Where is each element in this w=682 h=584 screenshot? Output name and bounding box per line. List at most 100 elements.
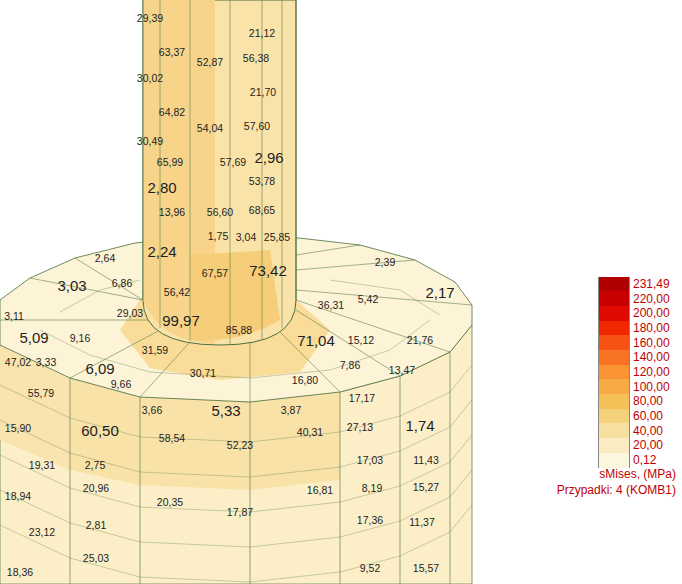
stress-value: 5,09 — [19, 330, 48, 345]
stress-value: 55,79 — [28, 388, 54, 399]
stress-value: 68,65 — [249, 205, 275, 216]
legend-swatch — [598, 306, 630, 321]
stress-value: 15,57 — [413, 563, 439, 574]
stress-value: 11,43 — [413, 455, 439, 466]
stress-value: 3,04 — [236, 232, 256, 243]
stress-value: 60,50 — [81, 423, 119, 438]
stress-value: 31,59 — [142, 345, 168, 356]
stress-value: 52,87 — [197, 57, 223, 68]
stress-value: 17,03 — [357, 455, 383, 466]
stress-value: 18,36 — [7, 567, 33, 578]
stress-value: 29,39 — [137, 13, 163, 24]
stress-value: 11,37 — [409, 517, 435, 528]
legend-value: 100,00 — [633, 381, 670, 393]
stress-value: 47,02 — [5, 357, 31, 368]
stress-value: 58,54 — [159, 433, 185, 444]
stress-value: 17,17 — [349, 393, 375, 404]
stress-value: 21,76 — [407, 335, 433, 346]
stress-value: 19,31 — [29, 460, 55, 471]
stress-value: 3,66 — [142, 405, 162, 416]
legend-swatch — [598, 409, 630, 424]
stress-value: 7,86 — [340, 360, 360, 371]
stress-value: 2,64 — [95, 253, 115, 264]
stress-value: 13,96 — [159, 207, 185, 218]
stress-value: 18,94 — [5, 491, 31, 502]
stress-value: 5,42 — [358, 294, 378, 305]
stress-value: 57,69 — [220, 157, 246, 168]
stress-value: 5,33 — [211, 403, 240, 418]
stress-value: 30,49 — [137, 136, 163, 147]
stress-value: 2,80 — [147, 180, 176, 195]
stress-value: 21,70 — [250, 87, 276, 98]
stress-value: 27,13 — [347, 422, 373, 433]
stress-value: 29,03 — [117, 308, 143, 319]
stress-value: 21,12 — [249, 28, 275, 39]
legend-value: 80,00 — [633, 395, 663, 407]
legend-value: 120,00 — [633, 366, 670, 378]
stress-value: 85,88 — [226, 325, 252, 336]
stress-value: 2,24 — [147, 244, 176, 259]
stress-value: 23,12 — [29, 527, 55, 538]
stress-value: 3,03 — [57, 278, 86, 293]
legend-swatch — [598, 423, 630, 438]
stress-value: 56,38 — [243, 53, 269, 64]
stress-value: 2,39 — [375, 257, 395, 268]
stress-value: 15,12 — [348, 335, 374, 346]
legend-value: 140,00 — [633, 351, 670, 363]
legend-value: 160,00 — [633, 337, 670, 349]
stress-value: 9,66 — [111, 379, 131, 390]
stress-value: 25,03 — [83, 553, 109, 564]
stress-value: 16,81 — [307, 485, 333, 496]
legend-swatch — [598, 321, 630, 336]
stress-value: 8,19 — [362, 483, 382, 494]
stress-value: 17,36 — [357, 515, 383, 526]
legend-value: 220,00 — [633, 293, 670, 305]
stress-value: 3,87 — [281, 405, 301, 416]
legend-swatch — [598, 365, 630, 380]
legend-value: 180,00 — [633, 322, 670, 334]
legend-swatch — [598, 350, 630, 365]
legend-swatch — [598, 453, 630, 468]
legend-swatch — [598, 438, 630, 453]
legend-value: 231,49 — [633, 278, 670, 290]
stress-value: 65,99 — [157, 157, 183, 168]
stress-value: 99,97 — [162, 313, 200, 328]
legend-swatch — [598, 291, 630, 306]
stress-value: 54,04 — [197, 123, 223, 134]
stress-value: 17,87 — [227, 507, 253, 518]
legend-swatch — [598, 277, 630, 292]
legend-value: 20,00 — [633, 439, 663, 451]
legend-swatch — [598, 379, 630, 394]
stress-value: 67,57 — [202, 268, 228, 279]
stress-value: 2,81 — [86, 520, 106, 531]
stress-value: 64,82 — [159, 107, 185, 118]
legend-value: 0,12 — [633, 454, 656, 466]
stress-value: 20,96 — [83, 483, 109, 494]
legend-swatch — [598, 394, 630, 409]
stress-value: 30,71 — [190, 368, 216, 379]
stress-value: 25,85 — [264, 232, 290, 243]
stress-value: 36,31 — [318, 300, 344, 311]
stress-value: 56,60 — [207, 207, 233, 218]
stress-value: 63,37 — [159, 47, 185, 58]
stress-value: 6,86 — [112, 278, 132, 289]
stress-value: 13,47 — [389, 365, 415, 376]
legend-swatch — [598, 335, 630, 350]
stress-value: 15,27 — [413, 482, 439, 493]
stress-value: 57,60 — [244, 121, 270, 132]
stress-value: 1,74 — [405, 418, 434, 433]
legend-value: 200,00 — [633, 307, 670, 319]
stress-value: 15,90 — [5, 423, 31, 434]
stress-value: 52,23 — [227, 440, 253, 451]
legend-caption: Przypadki: 4 (KOMB1) — [557, 484, 676, 496]
stress-value: 56,42 — [164, 287, 190, 298]
stress-value: 30,02 — [137, 73, 163, 84]
legend-caption: sMises, (MPa) — [599, 468, 676, 480]
stress-value: 40,31 — [297, 427, 323, 438]
stress-value: 1,75 — [208, 231, 228, 242]
stress-value: 2,75 — [85, 460, 105, 471]
stress-value: 6,09 — [85, 361, 114, 376]
stress-value: 53,78 — [249, 176, 275, 187]
